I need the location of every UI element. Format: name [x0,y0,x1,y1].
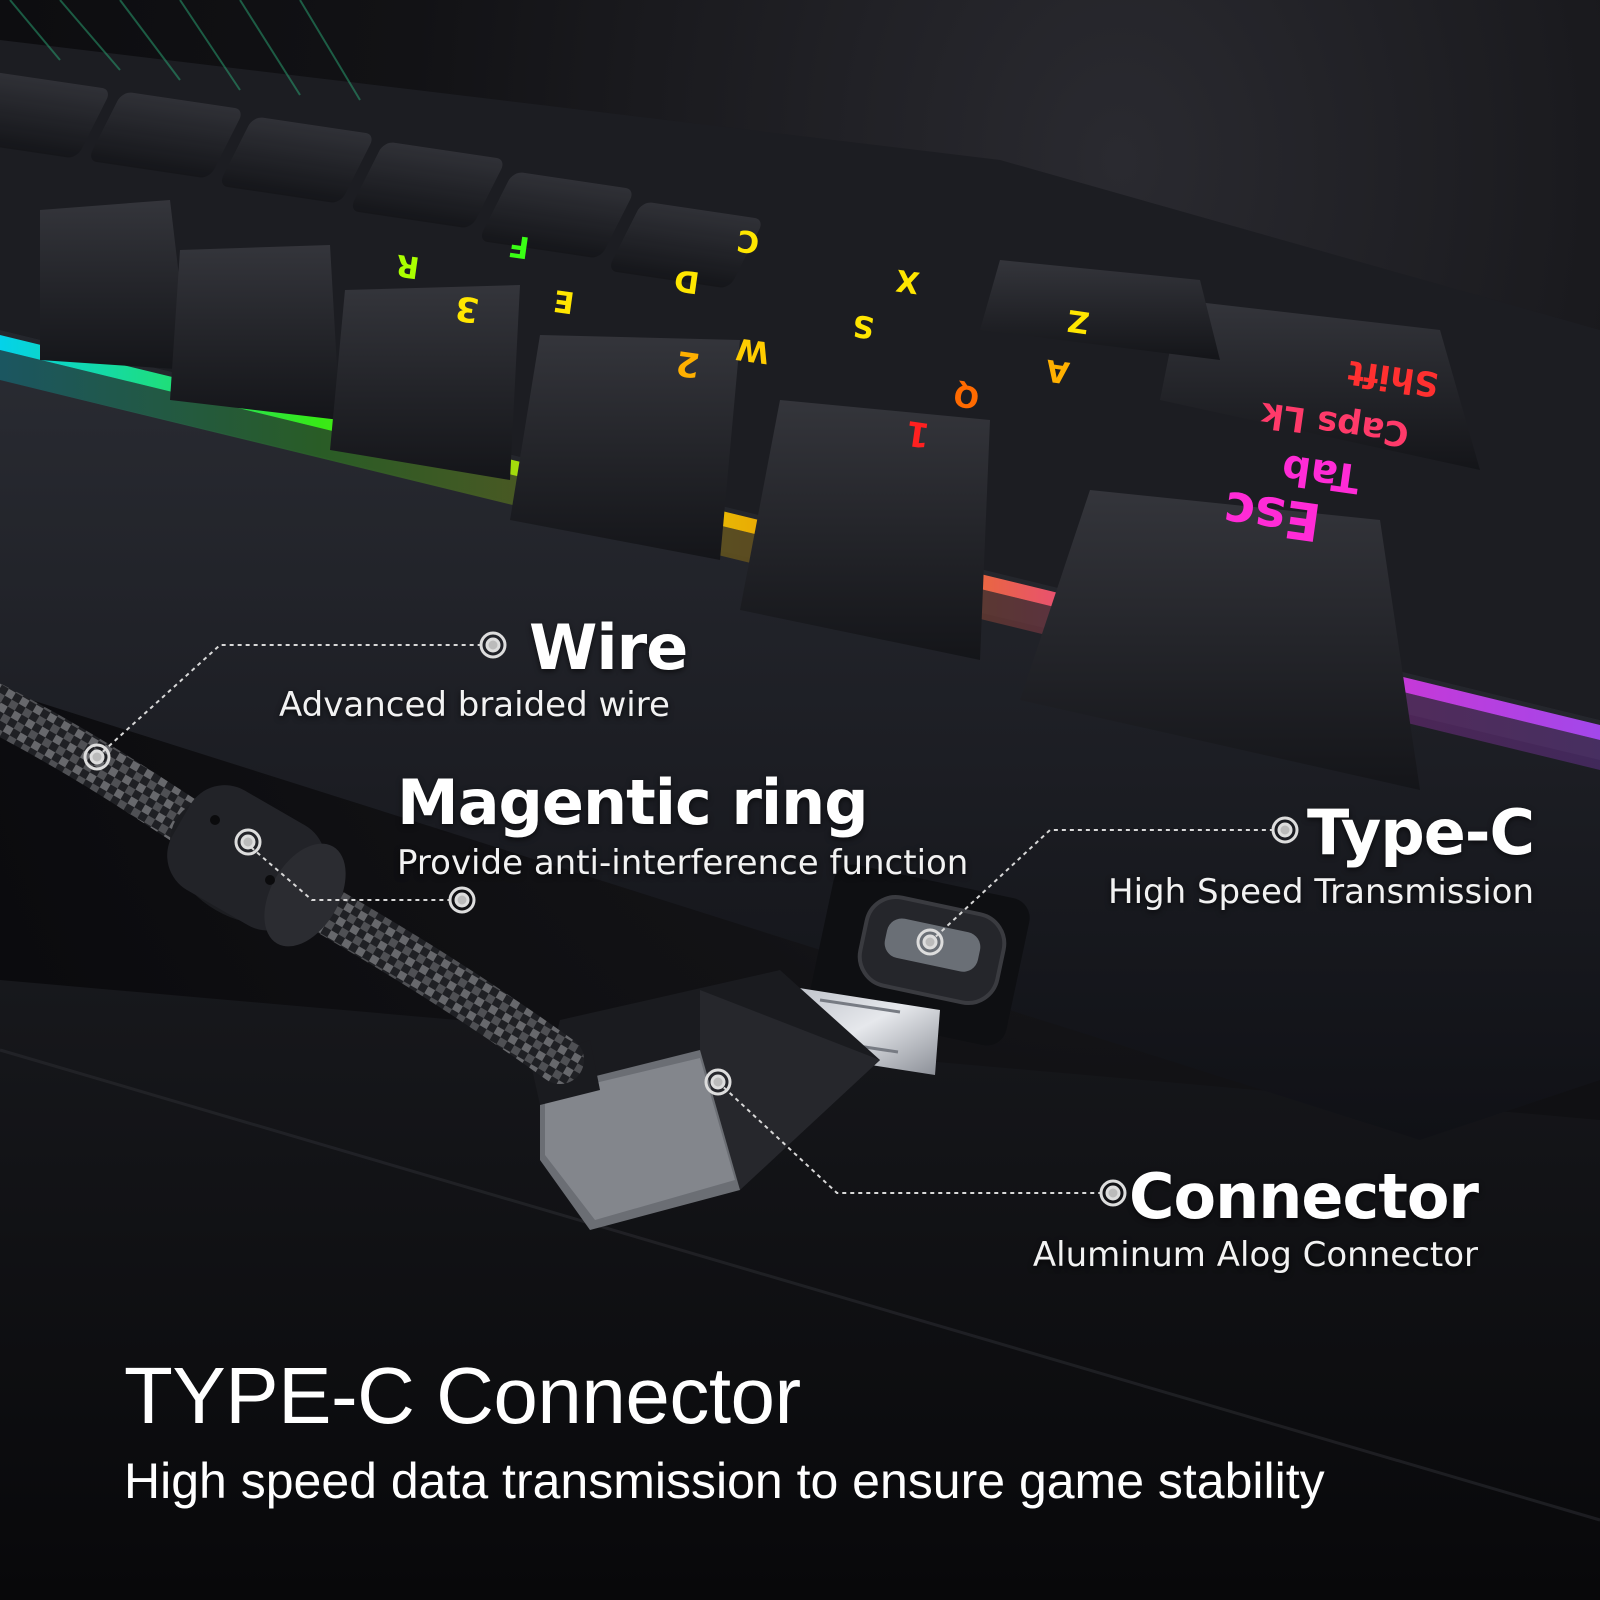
svg-text:Z: Z [1065,302,1091,340]
type-c-title: Type-C [1306,796,1535,869]
keycap-row-back [0,72,761,288]
svg-text:E: E [551,282,576,320]
headline: TYPE-C Connector [124,1351,801,1440]
keyboard-case [0,330,1600,1140]
svg-text:1: 1 [903,412,932,455]
wire-title: Wire [529,611,688,684]
magnetic-ring-title: Magentic ring [397,766,869,839]
callout-markers [83,631,1299,1207]
keycap-row-front [40,200,1480,790]
light-rays [9,0,361,101]
desk-surface [0,980,1600,1600]
svg-text:A: A [1043,352,1072,390]
svg-text:Q: Q [951,376,981,414]
svg-text:R: R [394,247,422,285]
type-c-subtitle: High Speed Transmission [1108,872,1534,912]
wire-subtitle: Advanced braided wire [279,685,670,725]
connector-title: Connector [1129,1160,1479,1233]
connector-housing [530,970,880,1230]
svg-text:C: C [735,222,762,260]
ferrite-ring [167,785,346,947]
svg-text:3: 3 [453,287,482,330]
svg-text:S: S [850,307,876,345]
svg-text:2: 2 [673,342,702,385]
magnetic-ring-subtitle: Provide anti-interference function [397,843,969,883]
svg-text:D: D [672,261,702,299]
svg-text:W: W [734,330,772,369]
callout-leaders [96,644,1282,1194]
svg-text:X: X [894,262,922,300]
svg-text:Esc: Esc [1220,479,1325,552]
svg-text:Tab: Tab [1279,445,1362,501]
subline: High speed data transmission to ensure g… [124,1453,1325,1509]
connector-subtitle: Aluminum Alog Connector [1032,1235,1478,1275]
svg-text:F: F [506,227,531,265]
